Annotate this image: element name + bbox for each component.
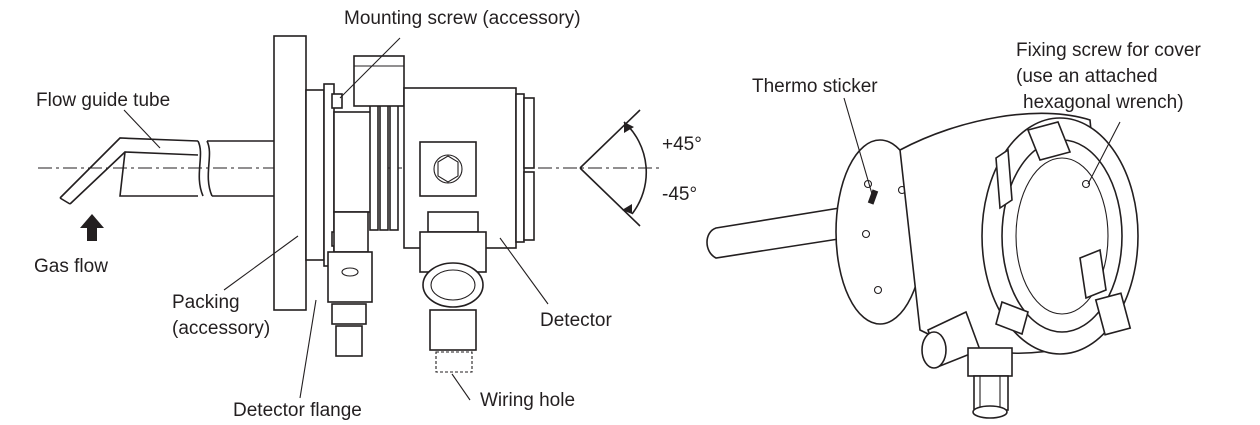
mounting-screw-upper bbox=[331, 93, 343, 109]
bottom-gland bbox=[967, 292, 1132, 419]
gas-flow-arrow-icon bbox=[80, 214, 104, 241]
purge-fitting bbox=[327, 211, 373, 357]
leader-lines-right bbox=[843, 97, 1121, 195]
label-packing-line2: (accessory) bbox=[172, 318, 270, 339]
label-angle-minus: -45° bbox=[662, 184, 697, 205]
housing-body bbox=[899, 112, 1139, 355]
label-fixing-line2: (use an attached bbox=[1016, 66, 1158, 87]
side-view-drawing: Mounting screw (accessory) Flow guide tu… bbox=[34, 8, 702, 421]
leader-lines bbox=[123, 37, 549, 401]
label-fixing-line1: Fixing screw for cover bbox=[1016, 40, 1201, 61]
wiring-gland bbox=[419, 211, 487, 373]
cover-fixing-screw bbox=[1081, 179, 1091, 189]
angle-indicator bbox=[579, 109, 648, 227]
label-packing-line1: Packing bbox=[172, 292, 240, 313]
label-thermo-sticker: Thermo sticker bbox=[752, 76, 878, 97]
label-wiring-hole: Wiring hole bbox=[480, 390, 575, 411]
flow-guide-tube bbox=[59, 137, 300, 205]
probe-rod bbox=[706, 205, 859, 259]
label-mounting-screw: Mounting screw (accessory) bbox=[344, 8, 581, 29]
detector-flange bbox=[273, 35, 335, 311]
label-fixing-line3: hexagonal wrench) bbox=[1023, 92, 1184, 113]
label-detector-flange: Detector flange bbox=[233, 400, 362, 421]
label-angle-plus: +45° bbox=[662, 134, 702, 155]
wiring-hole bbox=[435, 351, 473, 373]
label-flow-guide-tube: Flow guide tube bbox=[36, 90, 170, 111]
thermo-sticker bbox=[867, 189, 879, 205]
label-detector: Detector bbox=[540, 310, 612, 331]
label-gas-flow: Gas flow bbox=[34, 256, 108, 277]
detector-housing bbox=[403, 87, 535, 249]
detector-neck bbox=[333, 55, 405, 231]
perspective-view-drawing: Thermo sticker Fixing screw for cover (u… bbox=[706, 40, 1201, 419]
